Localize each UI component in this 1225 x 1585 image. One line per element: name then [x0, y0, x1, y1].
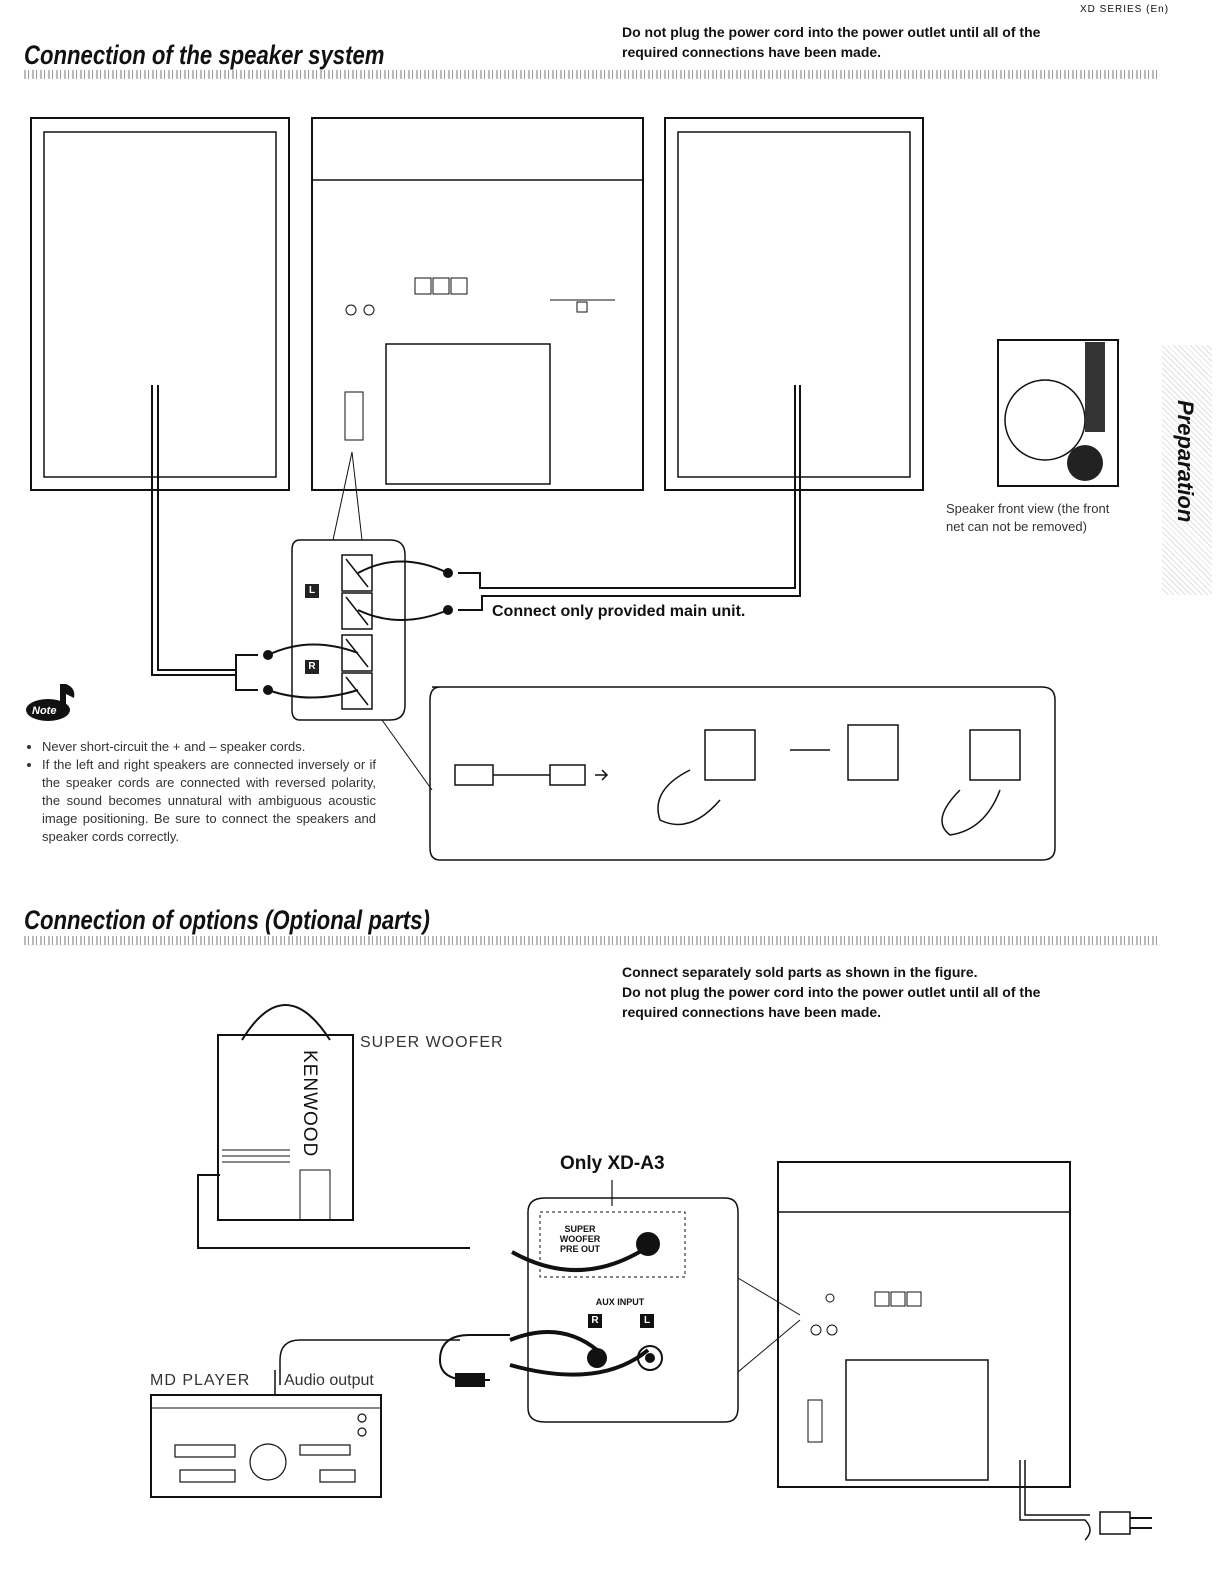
top-warning-line2: required connections have been made. — [622, 44, 882, 60]
main-unit-rear — [311, 117, 644, 491]
section-title-options: Connection of options (Optional parts) — [24, 905, 430, 935]
md-player — [150, 1394, 382, 1498]
note-item: Never short-circuit the + and – speaker … — [42, 738, 376, 756]
top-warning-line1: Do not plug the power cord into the powe… — [622, 24, 1041, 40]
series-label: XD SERIES (En) — [1080, 4, 1170, 15]
terminal-L-label: L — [308, 585, 316, 596]
title-rule — [24, 70, 1159, 79]
options-instruction-line1: Connect separately sold parts as shown i… — [622, 964, 978, 980]
aux-input-label: AUX INPUT — [595, 1297, 645, 1307]
pre-out-line3: PRE OUT — [559, 1244, 600, 1254]
audio-output-label: Audio output — [284, 1372, 374, 1389]
speaker-front-caption-line1: Speaker front view (the front — [946, 501, 1110, 516]
options-instruction-line2: Do not plug the power cord into the powe… — [622, 984, 1041, 1000]
only-xd-a3-label: Only XD-A3 — [560, 1153, 665, 1174]
super-woofer-pre-out-label: SUPER WOOFER PRE OUT — [550, 1224, 610, 1254]
note-icon — [24, 682, 76, 722]
note-list: Never short-circuit the + and – speaker … — [26, 738, 376, 846]
super-woofer — [217, 1034, 354, 1221]
options-instruction-line3: required connections have been made. — [622, 1004, 882, 1020]
connect-main-unit-label: Connect only provided main unit. — [492, 603, 746, 620]
speaker-front-caption: Speaker front view (the front net can no… — [946, 500, 1109, 536]
options-connection-diagram — [150, 1004, 1152, 1541]
brand-logo: KENWOOD — [299, 1050, 320, 1158]
aux-R-label: R — [588, 1314, 602, 1328]
section-title-speaker: Connection of the speaker system — [24, 40, 385, 70]
procedure-callout — [429, 686, 1056, 861]
pre-out-line2: WOOFER — [559, 1234, 601, 1244]
main-unit-rear-2 — [777, 1161, 1071, 1488]
side-tab-texture — [1162, 345, 1212, 595]
speaker-front-view — [997, 339, 1119, 487]
md-player-label: MD PLAYER — [150, 1372, 251, 1389]
side-tab-label: Preparation — [1173, 400, 1198, 523]
pre-out-line1: SUPER — [564, 1224, 596, 1234]
side-tab: Preparation — [1172, 400, 1198, 530]
super-woofer-label: SUPER WOOFER — [360, 1034, 504, 1051]
speaker-front-caption-line2: net can not be removed) — [946, 519, 1087, 534]
options-instructions: Connect separately sold parts as shown i… — [622, 962, 1040, 1022]
speaker-connection-diagram — [30, 117, 1119, 861]
note-item: If the left and right speakers are conne… — [42, 756, 376, 846]
title-rule-2 — [24, 936, 1159, 945]
note-icon-label: Note — [32, 705, 57, 717]
left-speaker — [30, 117, 290, 491]
top-warning: Do not plug the power cord into the powe… — [622, 22, 1040, 62]
terminal-R-label: R — [308, 661, 316, 672]
aux-L-label: L — [640, 1314, 654, 1328]
